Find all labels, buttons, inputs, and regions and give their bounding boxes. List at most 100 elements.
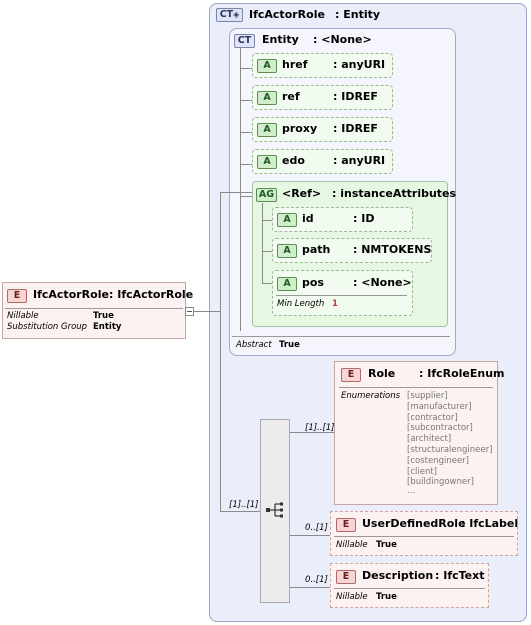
separator — [339, 387, 493, 388]
connector-line — [290, 535, 330, 536]
enum-value: [contractor] — [407, 412, 458, 423]
attribute-type: : anyURI — [333, 58, 386, 71]
abstract-label: Abstract — [236, 340, 272, 350]
facet-value: 1 — [332, 299, 338, 309]
connector-line — [262, 251, 272, 252]
element-badge: E — [341, 368, 361, 382]
enum-value: [subcontractor] — [407, 423, 473, 434]
element-prop-label: Substitution Group — [7, 322, 88, 332]
sequence-compositor[interactable] — [260, 419, 290, 603]
connector-line — [262, 203, 263, 283]
attribute-name: path — [302, 243, 331, 256]
separator — [334, 588, 485, 589]
attribute-type: : <None> — [353, 276, 412, 289]
attribute-badge: A — [257, 59, 277, 73]
inner-type-type: : <None> — [313, 33, 372, 46]
connector-line — [220, 192, 252, 193]
attribute-type: : IDREF — [333, 122, 378, 135]
attribute-type: : ID — [353, 212, 375, 225]
element-prop-value: Entity — [93, 322, 122, 332]
element-user-defined-role[interactable]: E UserDefinedRole : IfcLabel Nillable Tr… — [330, 511, 518, 556]
element-type: : IfcText — [435, 569, 485, 582]
attribute-group-name: <Ref> — [282, 187, 322, 200]
attribute-href[interactable]: A href : anyURI — [252, 53, 393, 78]
element-badge: E — [336, 518, 356, 532]
attribute-name: href — [282, 58, 308, 71]
user-defined-role-occurrence: 0..[1] — [305, 523, 328, 533]
connector-line — [240, 68, 252, 69]
attribute-ref[interactable]: A ref : IDREF — [252, 85, 393, 110]
element-prop-label: Nillable — [7, 311, 39, 321]
element-prop-value: True — [376, 540, 397, 550]
attribute-pos[interactable]: A pos : <None> Min Length 1 — [272, 270, 413, 316]
element-prop-value: True — [93, 311, 114, 321]
role-occurrence: [1]..[1] — [305, 423, 335, 433]
inner-type-name: Entity — [262, 33, 299, 46]
attribute-badge: A — [257, 155, 277, 169]
element-type: : IfcActorRole — [109, 288, 194, 301]
description-occurrence: 0..[1] — [305, 575, 328, 585]
attribute-badge: A — [257, 123, 277, 137]
attribute-group-badge: AG — [256, 188, 277, 202]
connector-line — [240, 48, 241, 331]
element-type: : IfcLabel — [461, 517, 519, 530]
element-prop-label: Nillable — [336, 592, 368, 602]
element-badge: E — [7, 289, 27, 303]
element-role[interactable]: E Role : IfcRoleEnum Enumerations [suppl… — [334, 361, 505, 505]
separator — [5, 308, 183, 309]
connector-line — [240, 100, 252, 101]
enumerations-label: Enumerations — [341, 391, 401, 401]
complex-type-name: IfcActorRole — [249, 8, 325, 21]
connector-line — [262, 283, 272, 284]
inner-type-badge: CT — [234, 34, 255, 48]
attribute-name: pos — [302, 276, 324, 289]
enum-value: [architect] — [407, 434, 452, 445]
attribute-name: proxy — [282, 122, 318, 135]
element-prop-label: Nillable — [336, 540, 368, 550]
attribute-path[interactable]: A path : NMTOKENS — [272, 238, 432, 263]
element-ifcactorrole[interactable]: E IfcActorRole : IfcActorRole Nillable T… — [2, 282, 193, 339]
enum-value: [costengineer] — [407, 455, 469, 466]
enum-value: ... — [407, 486, 416, 496]
connector-line — [290, 432, 334, 433]
enum-value: [supplier] — [407, 391, 448, 401]
attribute-type: : anyURI — [333, 154, 386, 167]
attribute-name: id — [302, 212, 314, 225]
enum-value: [client] — [407, 466, 437, 477]
element-name: Role — [368, 367, 396, 380]
sequence-occurrence: [1]..[1] — [229, 500, 259, 510]
attribute-id[interactable]: A id : ID — [272, 207, 413, 232]
abstract-value: True — [279, 340, 300, 350]
attribute-badge: A — [277, 277, 297, 291]
attribute-proxy[interactable]: A proxy : IDREF — [252, 117, 393, 142]
enum-value: [manufacturer] — [407, 401, 472, 412]
separator — [276, 295, 407, 296]
complex-type-type: : Entity — [335, 8, 381, 21]
sequence-icon — [266, 502, 283, 518]
element-prop-value: True — [376, 592, 397, 602]
enum-value: [buildingowner] — [407, 477, 474, 488]
element-name: IfcActorRole — [33, 288, 109, 301]
attribute-edo[interactable]: A edo : anyURI — [252, 149, 393, 174]
connector-line — [220, 511, 260, 512]
attribute-group-type: : instanceAttributes — [332, 187, 457, 200]
element-badge: E — [336, 570, 356, 584]
enum-value: [structuralengineer] — [407, 445, 493, 455]
attribute-name: ref — [282, 90, 300, 103]
connector-line — [290, 587, 330, 588]
element-type: : IfcRoleEnum — [419, 367, 505, 380]
attribute-badge: A — [277, 244, 297, 258]
element-name: UserDefinedRole — [362, 517, 466, 530]
attribute-name: edo — [282, 154, 305, 167]
connector-line — [240, 132, 252, 133]
attribute-badge: A — [277, 213, 297, 227]
complex-type-badge: CT◈ — [216, 8, 243, 22]
connector-line — [220, 192, 221, 511]
separator — [232, 336, 450, 337]
connector-line — [240, 196, 252, 197]
expand-toggle-icon[interactable] — [185, 307, 194, 316]
attribute-type: : IDREF — [333, 90, 378, 103]
attribute-type: : NMTOKENS — [353, 243, 432, 256]
facet-label: Min Length — [277, 299, 325, 309]
element-description[interactable]: E Description : IfcText Nillable True — [330, 563, 489, 608]
